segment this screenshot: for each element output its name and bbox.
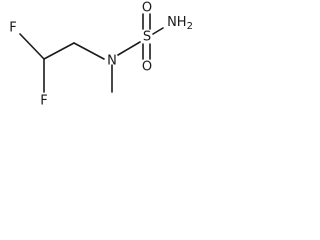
bond-c2-n — [73, 42, 105, 60]
bond-c1-c2 — [43, 42, 75, 60]
atom-n: N — [107, 54, 117, 69]
atom-o-top: O — [142, 1, 152, 16]
atom-s: S — [143, 30, 151, 45]
bond-f1-c1 — [19, 33, 45, 60]
bond-n-s — [117, 41, 141, 56]
atom-labels: F F N S O O NH2 — [9, 1, 193, 109]
bonds — [19, 13, 164, 93]
bond-s-nh2 — [152, 27, 164, 35]
atom-f1: F — [9, 21, 16, 36]
molecule-svg: F F N S O O NH2 — [9, 1, 193, 109]
atom-f2: F — [40, 94, 47, 109]
structure-diagram: F F N S O O NH2 — [0, 0, 204, 112]
atom-o-bottom: O — [142, 60, 152, 75]
atom-nh2: NH2 — [167, 15, 193, 33]
